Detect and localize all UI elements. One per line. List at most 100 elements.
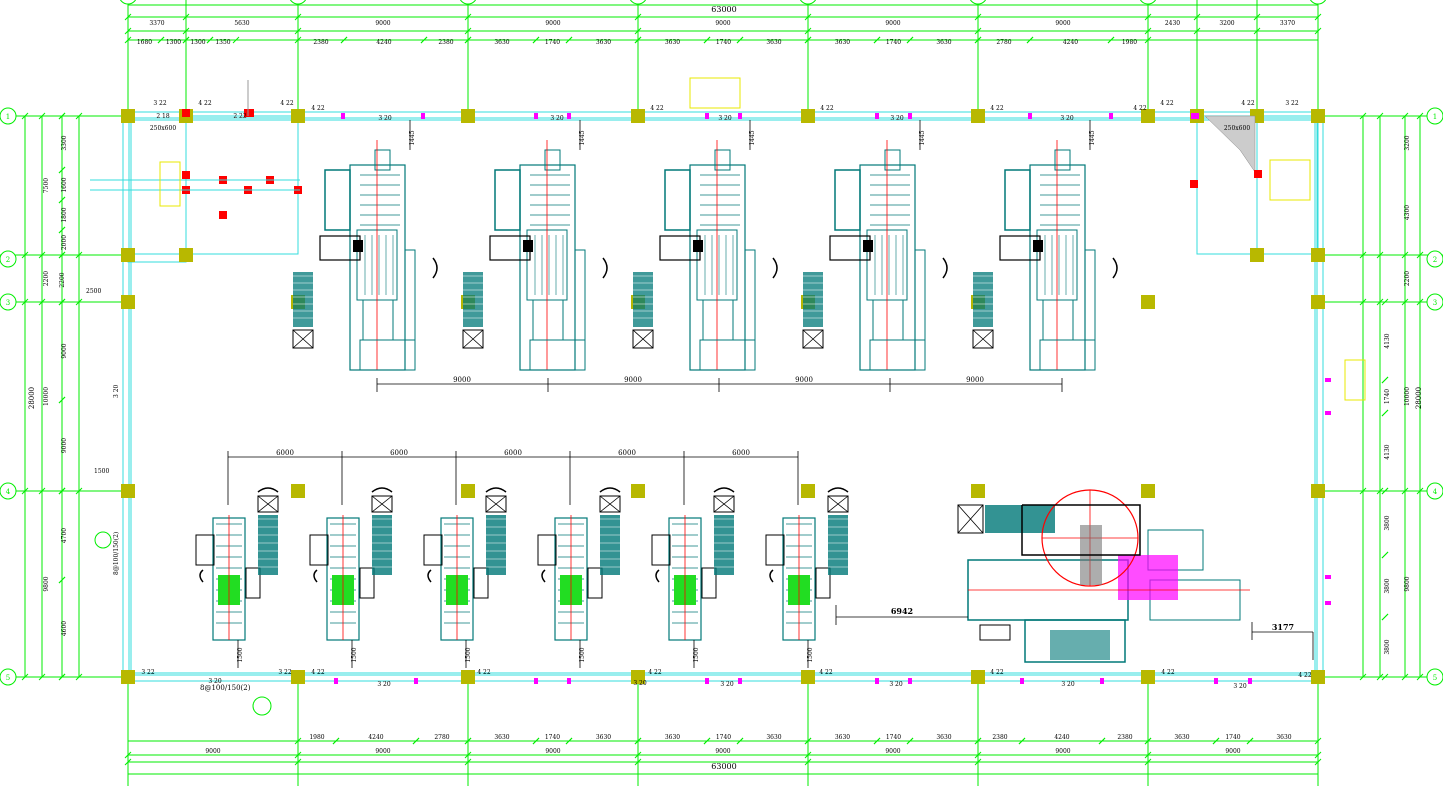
machine-door-arc: [772, 257, 778, 279]
column: [801, 670, 815, 684]
dim-text-bottom1: 1980: [309, 734, 324, 741]
dim-tick: [124, 758, 132, 766]
dim-tick: [1144, 737, 1152, 745]
machine-conveyor: [973, 272, 993, 327]
axis-bubble-col: [799, 0, 817, 5]
dim-text-left-inner: 9000: [61, 438, 68, 453]
box-cross: [599, 495, 621, 513]
dim-tick: [1401, 298, 1409, 306]
lower-machine-3: 1500: [423, 487, 507, 668]
stirrup-label-bottom: 8@100/150(2): [200, 684, 251, 692]
dim-tick: [974, 758, 982, 766]
dim-tick: [1098, 737, 1106, 745]
magenta-mark-top: [1028, 113, 1032, 119]
axis-label-right: 4: [1433, 488, 1438, 496]
axis-bubble-extra: [252, 696, 272, 716]
axis-bubble-col: [459, 0, 477, 5]
dim-tick: [703, 36, 711, 44]
dim-tick: [38, 251, 46, 259]
dim-tick: [182, 13, 190, 21]
dim-text-top2: 1300: [190, 39, 205, 46]
dim-1445: 1445: [409, 130, 416, 145]
machine-top: [1054, 149, 1071, 171]
magenta-mark-bottom: [875, 678, 879, 684]
dim-tick: [1193, 13, 1201, 21]
beam-label: 4 22: [311, 105, 325, 112]
upper-9000-text: 9000: [795, 376, 813, 384]
left-beam-label: 3 20: [113, 384, 120, 398]
detail-red: [1190, 180, 1198, 188]
machine-door-arc: [1112, 257, 1118, 279]
dim-1445: 1445: [919, 130, 926, 145]
machine-door-arc: [485, 487, 507, 493]
beam-label: 4 22: [1161, 669, 1175, 676]
column: [1250, 248, 1264, 262]
dim-text-bottom1: 1740: [1225, 734, 1240, 741]
axis-bubble-row-left: [0, 482, 17, 500]
column: [1311, 248, 1325, 262]
beam-label: 4 22: [280, 100, 294, 107]
dim-text-right-mid: 2200: [1404, 271, 1411, 286]
dim-tick: [873, 737, 881, 745]
dim-tick: [1144, 27, 1152, 35]
offset-3177: 3177: [1272, 622, 1294, 632]
beam-label: 3 20: [718, 115, 732, 122]
box-cross: [802, 329, 824, 349]
axis-bubble-row-right: [1426, 107, 1443, 125]
dim-text-left-inner: 2200: [59, 272, 66, 287]
dim-text-left-inner: 1600: [61, 177, 68, 192]
dim-text-bottom1: 2780: [434, 734, 449, 741]
column: [121, 248, 135, 262]
col-size-label: 250x600: [1224, 125, 1250, 132]
robot-fence: [1021, 504, 1141, 556]
detail-red: [219, 211, 227, 219]
dim-text-left-inner: 9000: [61, 343, 68, 358]
red-mark: [246, 109, 254, 117]
yellow-note: [689, 77, 741, 109]
dim-text-top1: 9000: [545, 20, 560, 27]
large-machine-conveyor: [985, 505, 1055, 533]
dim-text-right-inner: 1740: [1384, 389, 1391, 404]
machine-mech-fill: [1033, 240, 1043, 252]
lower-6000-text: 6000: [618, 449, 636, 457]
dim-tick: [974, 737, 982, 745]
beam-label: 4 22: [1160, 100, 1174, 107]
dim-tick: [1381, 376, 1389, 384]
dim-tick: [58, 196, 66, 204]
machine-carriage: [362, 299, 394, 341]
magenta-mark-right: [1325, 411, 1331, 415]
dim-tick: [1107, 36, 1115, 44]
dim-text-top2: 3630: [835, 39, 850, 46]
machine-right-rail: [1084, 249, 1096, 371]
machine-conveyor: [463, 272, 483, 327]
dim-tick: [294, 13, 302, 21]
column: [461, 670, 475, 684]
dim-text-bottom2: 9000: [375, 748, 390, 755]
axis-label-left: 5: [6, 674, 10, 682]
magenta-mark-top: [738, 113, 742, 119]
beam-label: 3 20: [208, 678, 222, 685]
machine-door-arc-l: [541, 569, 546, 583]
large-machine: [835, 489, 1314, 663]
column: [1311, 109, 1325, 123]
column: [179, 248, 193, 262]
dim-text-top1: 9000: [715, 20, 730, 27]
column: [1311, 484, 1325, 498]
dim-1500: 1500: [693, 647, 700, 662]
dim-text-bottom1: 3630: [665, 734, 680, 741]
beam-label: 3 20: [378, 115, 392, 122]
beam-label: 4 22: [198, 100, 212, 107]
axis-bubble-extra: [94, 531, 112, 549]
beam-label: 4 22: [477, 669, 491, 676]
dim-text-right-mid: 10000: [1404, 387, 1411, 406]
dim-tick: [974, 751, 982, 759]
dim-tick: [804, 13, 812, 21]
dim-tick: [464, 13, 472, 21]
room-upper-left-sill: [127, 253, 187, 263]
column: [121, 484, 135, 498]
machine-mech-r: [359, 567, 375, 599]
dim-tick: [157, 36, 165, 44]
dim-tick: [294, 758, 302, 766]
magenta-mark-top: [1109, 113, 1113, 119]
